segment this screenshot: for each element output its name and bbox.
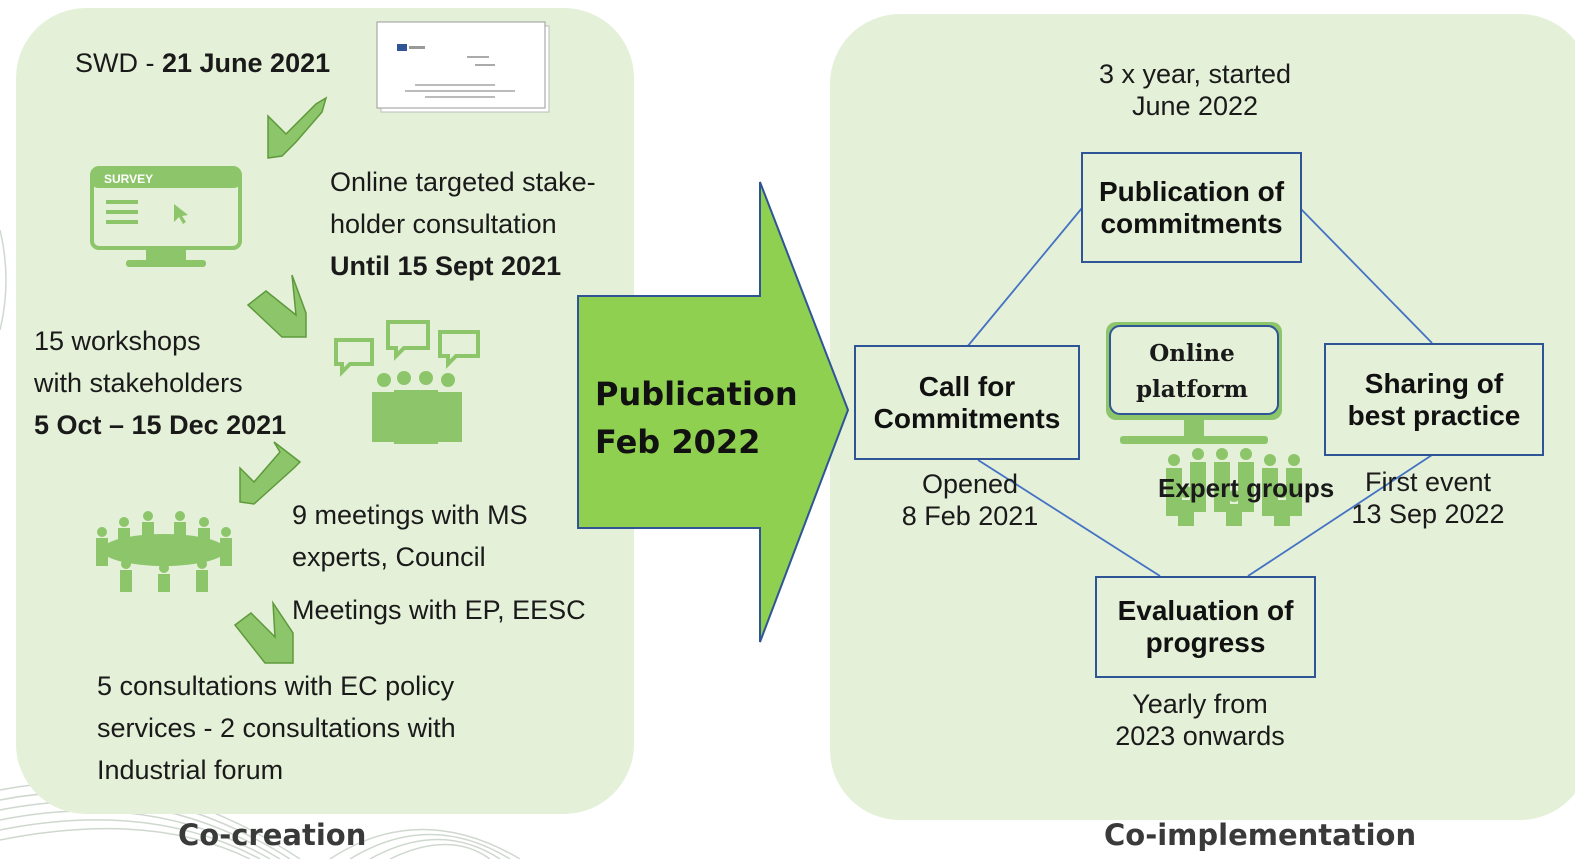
- step-arrow-icon: [233, 600, 294, 664]
- cocreation-panel: [16, 8, 634, 814]
- stakeholder-chat-icon: [334, 320, 480, 444]
- ms-line1: 9 meetings with MS: [292, 500, 528, 530]
- coimplementation-caption: Co-implementation: [1104, 818, 1417, 852]
- workshops-line1: 15 workshops: [34, 326, 201, 356]
- online-line1: Online targeted stake-: [330, 167, 596, 197]
- sharing-line1: Sharing of: [1364, 367, 1504, 399]
- top-note: 3 x year, started June 2022: [1095, 58, 1295, 122]
- evaluation-note-line2: 2023 onwards: [1115, 721, 1285, 751]
- workshops-line2: with stakeholders: [34, 368, 243, 398]
- sharing-best-practice-box: Sharing of best practice: [1324, 343, 1544, 456]
- survey-label: SURVEY: [104, 172, 153, 186]
- publication-line2: Feb 2022: [595, 423, 761, 461]
- pub-commitments-line2: commitments: [1100, 207, 1283, 239]
- pub-commitments-line1: Publication of: [1098, 175, 1285, 207]
- sharing-note-line1: First event: [1364, 467, 1492, 497]
- evaluation-of-progress-box: Evaluation of progress: [1095, 576, 1316, 678]
- publication-of-commitments-box: Publication of commitments: [1081, 152, 1302, 263]
- survey-monitor-icon: SURVEY: [90, 166, 242, 267]
- evaluation-note: Yearly from 2023 onwards: [1100, 688, 1300, 752]
- top-note-line2: June 2022: [1131, 91, 1259, 121]
- online-platform-line1: Online: [1149, 340, 1235, 367]
- top-note-line1: 3 x year, started: [1098, 59, 1292, 89]
- ms-line2: experts, Council: [292, 542, 486, 572]
- online-platform-icon: [1106, 322, 1302, 526]
- ec-line1: 5 consultations with EC policy: [97, 671, 455, 701]
- step-arrow-icon: [246, 274, 307, 338]
- evaluation-note-line1: Yearly from: [1132, 689, 1268, 719]
- call-note-line1: Opened: [921, 469, 1019, 499]
- online-consultation-text: Online targeted stake- holder consultati…: [330, 161, 596, 287]
- swd-label: SWD - 21 June 2021: [75, 42, 330, 84]
- ep-meetings-text: Meetings with EP, EESC: [292, 595, 586, 625]
- cocreation-caption: Co-creation: [178, 818, 367, 852]
- call-note-line2: 8 Feb 2021: [901, 501, 1039, 531]
- evaluation-line1: Evaluation of: [1117, 595, 1294, 626]
- step-arrow-icon: [239, 441, 302, 505]
- ec-consultations-text: 5 consultations with EC policy services …: [97, 665, 456, 791]
- sharing-line2: best practice: [1347, 399, 1521, 431]
- online-date: Until 15 Sept 2021: [330, 251, 562, 281]
- expert-groups-label: Expert groups: [1158, 473, 1335, 503]
- publication-line1: Publication: [595, 375, 798, 413]
- swd-prefix: SWD -: [75, 48, 162, 78]
- call-note: Opened 8 Feb 2021: [870, 468, 1070, 532]
- workshops-date: 5 Oct – 15 Dec 2021: [34, 410, 287, 440]
- publication-label: Publication Feb 2022: [595, 370, 798, 466]
- ec-line2: services - 2 consultations with: [97, 713, 456, 743]
- sharing-note: First event 13 Sep 2022: [1330, 466, 1526, 530]
- call-line2: Commitments: [873, 402, 1061, 434]
- meeting-table-icon: [96, 511, 232, 592]
- call-for-commitments-box: Call for Commitments: [854, 345, 1080, 460]
- sharing-note-line2: 13 Sep 2022: [1351, 499, 1505, 529]
- step-arrow-icon: [267, 96, 328, 159]
- ec-line3: Industrial forum: [97, 755, 284, 785]
- document-icon: [376, 21, 550, 113]
- online-platform-line2: platform: [1135, 376, 1249, 403]
- workshops-text: 15 workshops with stakeholders 5 Oct – 1…: [34, 320, 286, 446]
- online-line2: holder consultation: [330, 209, 557, 239]
- ms-meetings-text: 9 meetings with MS experts, Council: [292, 494, 528, 578]
- call-line1: Call for: [918, 370, 1016, 402]
- publication-arrow: [577, 181, 850, 643]
- evaluation-line2: progress: [1145, 627, 1266, 658]
- online-platform-label: Online platform: [1112, 336, 1272, 408]
- swd-date: 21 June 2021: [162, 48, 331, 78]
